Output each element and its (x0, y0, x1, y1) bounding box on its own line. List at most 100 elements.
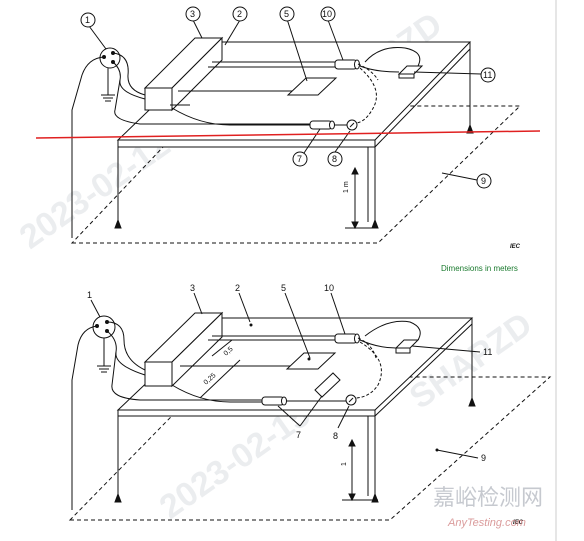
ground-plane (70, 105, 522, 244)
reference-dot (435, 448, 439, 452)
cable-dashed (357, 337, 377, 359)
callout-circle (476, 173, 492, 189)
top-figure-labels: 1 3 2 5 10 11 7 8 9 1 m IEC Dimensions i… (85, 9, 521, 273)
cable-dashed (357, 63, 379, 81)
callout-label-11: 11 (483, 347, 492, 357)
dimension-line (211, 339, 233, 357)
cable (359, 65, 400, 73)
callout-label-2: 2 (235, 283, 240, 293)
callout-label-5: 5 (284, 9, 289, 19)
cable (71, 56, 105, 160)
callout-circle (232, 6, 248, 22)
leader-line (330, 292, 346, 335)
leader-line (411, 345, 481, 353)
units-note: Dimensions in meters (441, 264, 518, 273)
plate-5 (286, 77, 338, 96)
eut-box-side (171, 311, 223, 388)
callout-label-5: 5 (281, 283, 286, 293)
dim-arrow (351, 221, 359, 230)
brand-cn-text: 嘉峪检测网 (433, 485, 543, 510)
cable (359, 339, 397, 349)
cylinder-7b (314, 372, 341, 398)
iec-mark: IEC (510, 244, 521, 250)
leg-foot (114, 218, 122, 229)
callout-label-7: 7 (296, 430, 301, 440)
probe-8-mark (348, 397, 354, 403)
leader-line (286, 18, 308, 82)
cable-dashed (355, 67, 377, 124)
callout-circle (185, 6, 201, 22)
cable (112, 52, 146, 96)
leader-line (441, 172, 478, 181)
leader-line (436, 449, 479, 459)
eut-box-front (144, 87, 173, 111)
callout-label-11: 11 (483, 70, 492, 80)
callout-label-9: 9 (481, 176, 486, 186)
callout-label-8: 8 (333, 431, 338, 441)
block-11-front (398, 73, 415, 79)
callout-label-2: 2 (237, 9, 242, 19)
connector-7-end (329, 120, 335, 130)
table-edge-side (374, 48, 471, 148)
ground-plane (68, 376, 552, 521)
table-edge (117, 409, 376, 417)
eut-box-side (171, 36, 223, 112)
bottom-figure (68, 292, 552, 521)
cable (171, 384, 262, 403)
dim-arrow (348, 493, 356, 502)
leader-line (193, 292, 203, 315)
callout-circle (480, 67, 496, 83)
height-label: 1 m (343, 181, 350, 193)
leader-line (413, 71, 482, 75)
callout-label-10: 10 (322, 9, 332, 19)
cable (71, 325, 98, 510)
cable (364, 320, 421, 341)
callout-circle (327, 151, 343, 167)
dim-arrow (351, 166, 359, 175)
leg-foot (114, 492, 122, 503)
leader-line (90, 299, 101, 318)
connector-7 (309, 120, 333, 130)
table-edge (117, 139, 376, 148)
height-label: 1 (341, 462, 348, 466)
callout-label-8: 8 (332, 154, 337, 164)
callout-label-1: 1 (87, 290, 92, 300)
leader-line (299, 395, 323, 427)
leg-foot (371, 218, 379, 229)
leader-line (303, 128, 321, 154)
callout-label-1: 1 (85, 15, 90, 25)
plate-5 (285, 352, 337, 370)
leg-foot (466, 123, 474, 134)
leader-line (327, 19, 344, 61)
block-11-front (395, 347, 411, 354)
dimension-line (199, 359, 241, 399)
connector-7-end (281, 396, 287, 406)
callout-label-10: 10 (324, 283, 334, 293)
callout-circle (80, 12, 96, 28)
leg-foot (371, 492, 379, 503)
cable (111, 351, 262, 401)
probe-8-mark (349, 122, 355, 128)
red-annotation-line (35, 130, 541, 139)
cable (106, 321, 146, 371)
connector-10 (334, 333, 358, 344)
top-figure (70, 6, 522, 244)
leader-line (334, 130, 351, 153)
leader-line (284, 292, 311, 359)
iec-mark: IEC (513, 520, 524, 526)
leader-line (337, 405, 350, 429)
callout-label-3: 3 (190, 9, 195, 19)
connector-10 (334, 59, 358, 70)
cable (114, 79, 310, 125)
leader-line (277, 405, 301, 427)
table-edge-side (374, 323, 473, 417)
callout-label-9: 9 (481, 453, 486, 463)
leader-line (192, 19, 203, 39)
callout-circle (292, 151, 308, 167)
cable (106, 330, 146, 376)
leader-line (88, 25, 107, 50)
reference-dot (249, 323, 253, 327)
callout-label-3: 3 (190, 283, 195, 293)
brand-url-text: AnyTesting.com (447, 517, 526, 529)
leg-foot (468, 396, 476, 407)
